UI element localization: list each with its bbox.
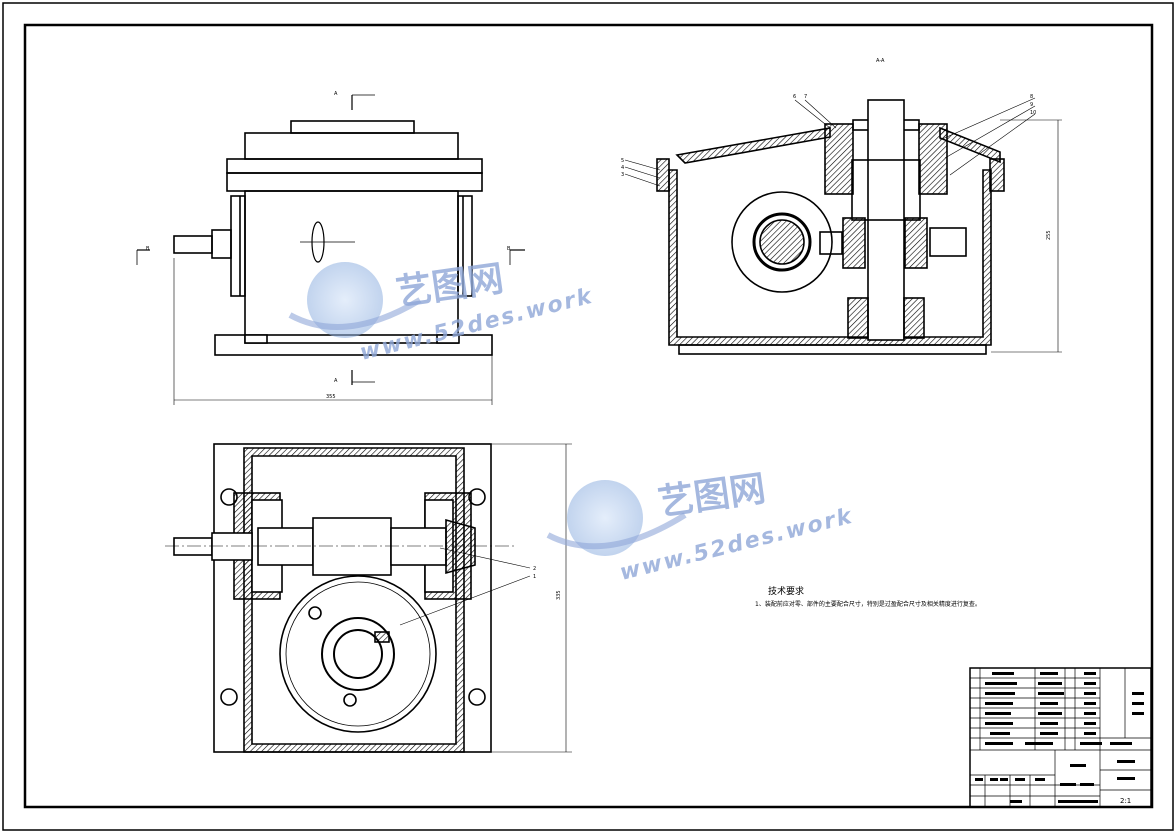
front-view [136, 94, 525, 405]
tech-req-item-1: 1、装配前应对零、部件的主要配合尺寸，特别是过盈配合尺寸及相关精度进行复查。 [755, 600, 981, 608]
part-4: 4 [621, 165, 624, 171]
part-5: 5 [621, 158, 624, 164]
part-2: 2 [533, 566, 536, 572]
part-6: 6 [793, 94, 796, 100]
plan-view [165, 443, 572, 753]
marker-a-top: A [334, 91, 338, 97]
part-7: 7 [804, 94, 807, 100]
part-8: 8 [1030, 94, 1033, 100]
watermark-brand-2: 艺图网 [656, 468, 769, 524]
dim-top-height: 335 [556, 590, 562, 600]
part-3: 3 [621, 172, 624, 178]
watermark-2: 艺图网 www.52des.work [546, 468, 856, 586]
tech-req-title: 技术要求 [768, 585, 804, 597]
watermark-brand-1: 艺图网 [394, 258, 507, 314]
part-10: 10 [1030, 110, 1036, 116]
dim-section-height: 255 [1046, 230, 1052, 240]
section-view [624, 97, 1062, 355]
title-block-scale: 2:1 [1120, 797, 1131, 805]
part-9: 9 [1030, 102, 1033, 108]
watermark-url-2: www.52des.work [617, 504, 856, 586]
title-block [969, 667, 1152, 808]
section-label: A-A [876, 58, 885, 64]
inner-frame [23, 23, 1154, 809]
marker-a-bottom: A [334, 378, 338, 384]
title-block-text-bars [975, 672, 1144, 803]
watermark-1: 艺图网 www.52des.work [288, 258, 596, 366]
part-1: 1 [533, 574, 536, 580]
dim-front-width: 355 [326, 394, 336, 400]
marker-b-left: B [146, 246, 150, 252]
marker-b-right: B [507, 246, 511, 252]
